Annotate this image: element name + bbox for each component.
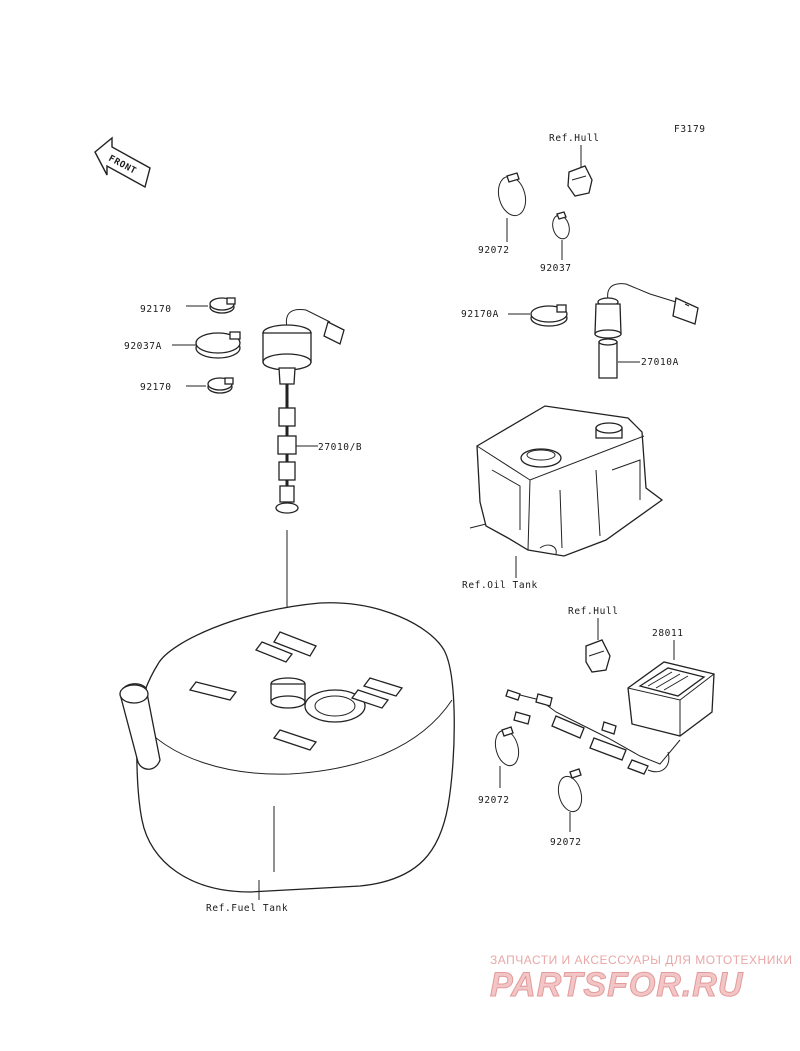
label-92072-bottom: 92072 xyxy=(550,837,582,848)
label-92170-top: 92170 xyxy=(140,304,172,315)
label-28011: 28011 xyxy=(652,628,684,639)
label-92072-left: 92072 xyxy=(478,795,510,806)
band-clamp-92072-top xyxy=(497,172,527,217)
label-ref-oil-tank: Ref.Oil Tank xyxy=(462,580,538,591)
clamp-92170-top xyxy=(209,297,236,314)
clamp-92037a xyxy=(195,331,241,359)
label-27010b: 27010/B xyxy=(318,442,362,453)
oil-tank xyxy=(469,405,664,557)
front-arrow-icon: FRONT xyxy=(94,136,151,189)
band-clamp-92072-bottom xyxy=(557,768,583,813)
clamp-92170-bottom xyxy=(207,377,234,394)
watermark-logo: PARTSFOR.RU xyxy=(490,966,744,1004)
watermark-caption: ЗАПЧАСТИ И АКСЕССУАРЫ ДЛЯ МОТОТЕХНИКИ xyxy=(490,953,792,967)
hull-clip-mid xyxy=(585,639,611,673)
band-clamp-92072-left xyxy=(494,726,520,767)
oil-level-sensor-27010a xyxy=(594,283,699,379)
meter-28011 xyxy=(627,661,715,737)
figure-code: F3179 xyxy=(674,124,706,135)
label-ref-fuel-tank: Ref.Fuel Tank xyxy=(206,903,288,914)
label-92072-top: 92072 xyxy=(478,245,510,256)
fuel-level-sensor-27010b xyxy=(262,309,345,514)
label-92037: 92037 xyxy=(540,263,572,274)
label-92037a: 92037A xyxy=(124,341,162,352)
fuel-tank xyxy=(119,602,455,893)
label-27010a: 27010A xyxy=(641,357,679,368)
clamp-92170a xyxy=(530,304,568,327)
label-ref-hull-mid: Ref.Hull xyxy=(568,606,619,617)
label-92170a: 92170A xyxy=(461,309,499,320)
label-92170-bottom: 92170 xyxy=(140,382,172,393)
clamp-92037 xyxy=(552,211,570,240)
hull-clip-top xyxy=(567,165,593,197)
meter-harness xyxy=(505,689,681,775)
label-ref-hull-top: Ref.Hull xyxy=(549,133,600,144)
